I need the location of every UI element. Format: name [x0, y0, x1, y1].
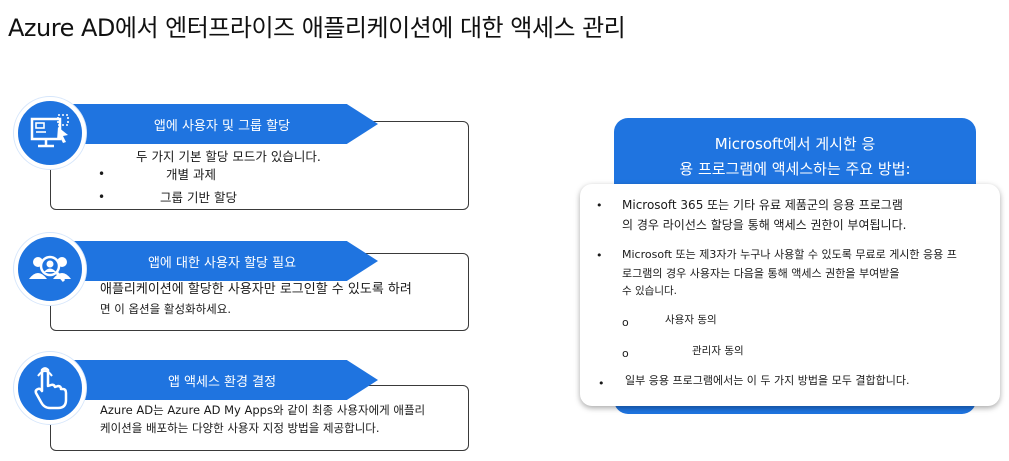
- assign-users-heading: 앱에 사용자 및 그룹 할당: [153, 118, 291, 134]
- circle-bullet-icon: o: [622, 316, 629, 329]
- method-license-line2: 의 경우 라이선스 할당을 통해 액세스 권한이 부여됩니다.: [622, 217, 907, 232]
- require-assignment-line1: 애플리케이션에 할당한 사용자만 로그인할 수 있도록 하려: [100, 282, 412, 297]
- bullet-dot: •: [598, 377, 605, 390]
- method-license-line1: Microsoft 365 또는 기타 유료 제품군의 응용 프로그램: [622, 198, 903, 212]
- assign-mode-group: 그룹 기반 할당: [160, 190, 237, 205]
- bullet-dot: •: [596, 249, 603, 262]
- method-consent-line2: 로그램의 경우 사용자는 다음을 통해 액세스 권한을 부여받을: [622, 266, 900, 280]
- assign-users-banner: 앱에 사용자 및 그룹 할당: [66, 104, 378, 144]
- method-consent: Microsoft 또는 제3자가 누구나 사용할 수 있도록 무료로 게시한 …: [622, 246, 957, 301]
- access-experience-line2: 케이션을 배포하는 다양한 사용자 지정 방법을 제공합니다.: [100, 421, 380, 435]
- user-consent-item: 사용자 동의: [665, 314, 717, 326]
- assign-users-intro: 두 가지 기본 할당 모드가 있습니다.: [136, 149, 321, 164]
- method-combined: 일부 응용 프로그램에서는 이 두 가지 방법을 모두 결합합니다.: [625, 374, 910, 387]
- hand-pointer-icon: [14, 352, 86, 424]
- page-title: Azure AD에서 엔터프라이즈 애플리케이션에 대한 액세스 관리: [8, 14, 626, 42]
- method-consent-line3: 수 있습니다.: [622, 285, 677, 298]
- methods-title-line2: 용 프로그램에 액세스하는 주요 방법:: [679, 159, 911, 178]
- users-search-icon: [14, 233, 86, 305]
- access-experience-banner: 앱 액세스 환경 결정: [66, 360, 378, 400]
- access-experience-heading: 앱 액세스 환경 결정: [167, 374, 277, 390]
- circle-bullet-icon: o: [622, 347, 629, 360]
- assign-mode-individual: 개별 과제: [166, 167, 216, 182]
- methods-panel-title: Microsoft에서 게시한 응 용 프로그램에 액세스하는 주요 방법:: [614, 132, 976, 182]
- method-consent-line1: Microsoft 또는 제3자가 누구나 사용할 수 있도록 무료로 게시한 …: [622, 248, 957, 261]
- require-assignment-line2: 면 이 옵션을 활성화하세요.: [100, 302, 232, 316]
- require-assignment-banner: 앱에 대한 사용자 할당 필요: [66, 241, 378, 281]
- access-experience-line1: Azure AD는 Azure AD My Apps와 같이 최종 사용자에게 …: [100, 403, 426, 417]
- bullet-dot: •: [98, 190, 106, 204]
- bullet-dot: •: [98, 167, 106, 181]
- monitor-user-icon: [14, 97, 86, 169]
- methods-panel-card: [580, 184, 1000, 406]
- bullet-dot: •: [596, 199, 603, 212]
- require-assignment-heading: 앱에 대한 사용자 할당 필요: [147, 255, 297, 271]
- method-license: Microsoft 365 또는 기타 유료 제품군의 응용 프로그램 의 경우…: [622, 196, 906, 236]
- admin-consent-item: 관리자 동의: [692, 345, 744, 357]
- methods-title-line1: Microsoft에서 게시한 응: [714, 135, 876, 153]
